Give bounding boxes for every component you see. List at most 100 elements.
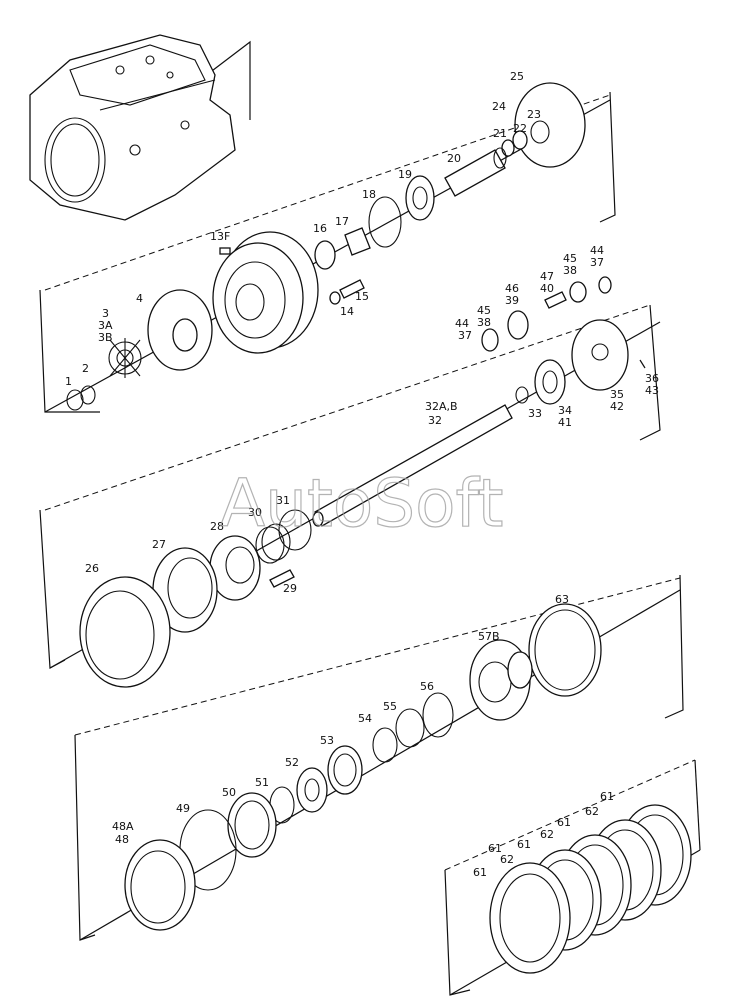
label-35: 35	[610, 388, 624, 401]
label-29: 29	[283, 582, 297, 595]
bearing-34	[534, 359, 566, 405]
label-36: 36	[645, 372, 659, 385]
nut-14	[329, 291, 341, 305]
ring-21	[501, 139, 515, 157]
clutch-housing-13f	[212, 231, 319, 354]
plate-4	[147, 289, 213, 371]
spring-3	[108, 338, 142, 378]
label-33: 33	[528, 407, 542, 420]
label-27: 27	[152, 538, 166, 551]
ring-1	[66, 389, 84, 411]
washer-16	[314, 240, 336, 270]
gear-46	[507, 310, 529, 340]
snap-ring-54	[372, 727, 398, 763]
label-37-right: 37	[590, 256, 604, 269]
label-41: 41	[558, 416, 572, 429]
label-20: 20	[447, 152, 461, 165]
snap-ring-55	[395, 708, 425, 748]
label-2: 2	[82, 362, 89, 375]
transmission-housing	[29, 34, 236, 221]
label-28: 28	[210, 520, 224, 533]
label-14: 14	[340, 305, 354, 318]
label-34: 34	[558, 404, 572, 417]
snap-ring-31	[278, 509, 312, 551]
clutch-pack	[489, 804, 692, 974]
label-49: 49	[176, 802, 190, 815]
label-44-left: 44	[455, 317, 469, 330]
ring-2	[80, 385, 96, 405]
label-26: 26	[85, 562, 99, 575]
label-61-e: 61	[473, 866, 487, 879]
label-30: 30	[248, 506, 262, 519]
label-23: 23	[527, 108, 541, 121]
part-labels: 1 2 3 3A 3B 4 13F 14 15 16 17 18 19 20 2…	[65, 70, 659, 879]
label-19: 19	[398, 168, 412, 181]
label-61-b: 61	[557, 816, 571, 829]
label-15: 15	[355, 290, 369, 303]
label-47: 47	[540, 270, 554, 283]
label-32: 32	[428, 414, 442, 427]
label-57b: 57B	[478, 630, 500, 643]
label-38-right: 38	[563, 264, 577, 277]
label-32ab: 32A,B	[425, 400, 458, 413]
label-46: 46	[505, 282, 519, 295]
label-63: 63	[555, 593, 569, 606]
bolt-15	[339, 279, 365, 299]
label-55: 55	[383, 700, 397, 713]
label-25: 25	[510, 70, 524, 83]
label-45-right: 45	[563, 252, 577, 265]
bearing-19	[405, 175, 435, 221]
label-1: 1	[65, 375, 72, 388]
disc-63	[528, 603, 602, 697]
label-37-left: 37	[458, 329, 472, 342]
label-40: 40	[540, 282, 554, 295]
label-61-d: 61	[488, 842, 502, 855]
label-3a: 3A	[98, 319, 113, 332]
shaft-32	[312, 404, 513, 527]
label-3: 3	[102, 307, 109, 320]
label-31: 31	[276, 494, 290, 507]
label-4: 4	[136, 292, 143, 305]
label-39: 39	[505, 294, 519, 307]
label-3b: 3B	[98, 331, 113, 344]
label-50: 50	[222, 786, 236, 799]
label-21: 21	[493, 127, 507, 140]
ring-gear-48	[124, 839, 196, 931]
label-56: 56	[420, 680, 434, 693]
gear-57b	[469, 639, 533, 721]
washer-37	[598, 276, 612, 294]
label-62-c: 62	[500, 853, 514, 866]
label-51: 51	[255, 776, 269, 789]
drum-26	[79, 576, 171, 688]
sleeve-17	[344, 227, 371, 256]
label-22: 22	[513, 122, 527, 135]
watermark: AutoSoft	[220, 465, 503, 542]
spring-30	[255, 523, 291, 564]
label-61-c: 61	[517, 838, 531, 851]
bearing-52	[296, 767, 328, 813]
pin-47	[544, 291, 567, 309]
pin-29	[269, 569, 295, 588]
label-44-right: 44	[590, 244, 604, 257]
label-52: 52	[285, 756, 299, 769]
washer-22	[512, 130, 528, 150]
flange-25	[514, 82, 586, 168]
hub-50	[227, 792, 277, 858]
pin-36	[639, 359, 646, 369]
needle-bearing-38	[569, 281, 587, 303]
snap-ring-56	[422, 692, 454, 738]
label-62-b: 62	[540, 828, 554, 841]
label-13f: 13F	[210, 230, 230, 243]
label-16: 16	[313, 222, 327, 235]
label-54: 54	[358, 712, 372, 725]
label-48a: 48A	[112, 820, 134, 833]
label-53: 53	[320, 734, 334, 747]
planet-carrier-35	[571, 319, 629, 391]
needle-bearing-45	[481, 328, 499, 352]
label-18: 18	[362, 188, 376, 201]
label-48: 48	[115, 833, 129, 846]
label-42: 42	[610, 400, 624, 413]
label-24: 24	[492, 100, 506, 113]
ring-33	[515, 386, 529, 404]
